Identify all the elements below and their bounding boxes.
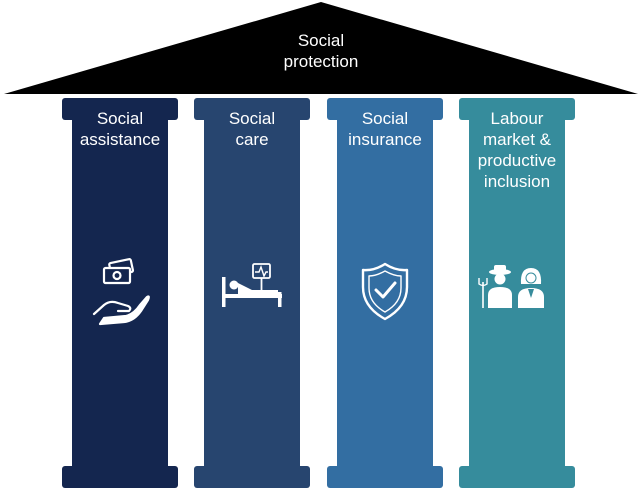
pillar-label-line: market & <box>482 130 552 149</box>
pillar-label-line: Social <box>96 109 144 128</box>
hospital-bed-icon <box>222 263 282 307</box>
roof <box>4 2 638 94</box>
pillar-label-line: assistance <box>79 130 161 149</box>
pillar-label-social-care: Social care <box>196 108 308 150</box>
pillar-label-social-assistance: Social assistance <box>64 108 176 150</box>
workers-icon <box>478 265 544 308</box>
pillar-label-line: Labour <box>490 109 544 128</box>
pillar-label-line: Social <box>228 109 276 128</box>
cash-hand-icon <box>92 258 150 326</box>
pillar-label-line: Social <box>361 109 409 128</box>
pillar-label-line: insurance <box>348 130 422 149</box>
pillar-label-social-insurance: Social insurance <box>329 108 441 150</box>
pillar-label-line: inclusion <box>483 172 551 191</box>
shield-check-icon <box>361 262 409 321</box>
roof-label-line-2: protection <box>283 52 359 71</box>
roof-label-line-1: Social <box>297 31 345 50</box>
pillar-label-line: productive <box>477 151 557 170</box>
roof-label: Social protection <box>221 30 421 72</box>
pillar-label-line: care <box>235 130 269 149</box>
pillar-label-labour-market: Labour market & productive inclusion <box>461 108 573 192</box>
pillar-labour-market <box>459 98 575 488</box>
pillar-social-assistance <box>62 98 178 488</box>
